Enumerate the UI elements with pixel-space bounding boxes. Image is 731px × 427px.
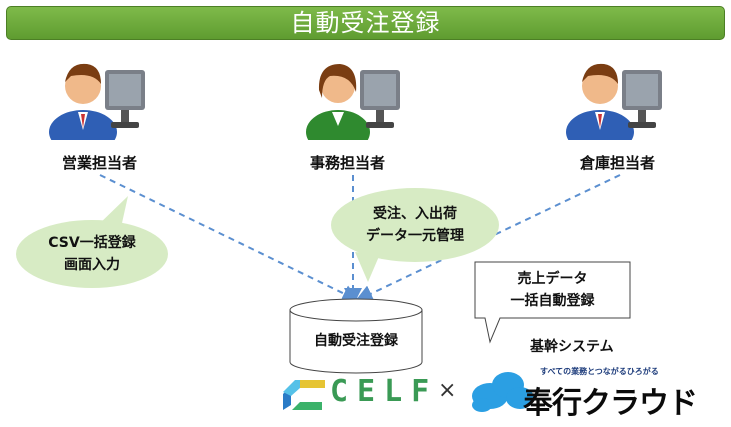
office-bubble-line-1: 受注、入出荷 (373, 206, 457, 222)
csv-bubble-line-1: CSV一括登録 (48, 235, 136, 251)
database-label: 自動受注登録 (314, 333, 398, 349)
office-person-icon (306, 64, 400, 140)
csv-bubble (16, 196, 168, 288)
system-label: 基幹システム (530, 339, 614, 355)
sales-person-icon (49, 63, 145, 140)
sales-data-bubble-line-1: 売上データ (517, 271, 588, 287)
office-bubble-line-2: データ一元管理 (366, 228, 464, 244)
celf-logo-text: CELF (330, 374, 439, 409)
csv-bubble-line-2: 画面入力 (64, 257, 120, 273)
celf-logo-mark (283, 380, 325, 410)
warehouse-person-icon (566, 63, 662, 140)
role-label-warehouse: 倉庫担当者 (580, 154, 656, 172)
bugyo-logo-text: 奉行クラウド (523, 386, 698, 421)
bugyo-tagline: すべての業務とつながるひろがる (540, 367, 659, 376)
role-label-office: 事務担当者 (310, 154, 386, 172)
role-label-sales: 営業担当者 (62, 154, 138, 172)
page-title: 自動受注登録 (6, 6, 725, 40)
database-cylinder (289, 298, 423, 374)
csv-bubble-text: CSV一括登録 画面入力 (32, 232, 152, 276)
office-bubble-text: 受注、入出荷 データ一元管理 (350, 203, 480, 247)
sales-data-bubble (474, 261, 631, 344)
connector-warehouse-line (354, 174, 621, 302)
connector-sales-line (99, 174, 361, 302)
sales-data-bubble-text: 売上データ 一括自動登録 (480, 268, 625, 312)
times-symbol: × (438, 378, 457, 403)
office-bubble (331, 188, 499, 282)
bugyo-cloud-icon (472, 372, 534, 412)
sales-data-bubble-line-2: 一括自動登録 (510, 293, 595, 309)
